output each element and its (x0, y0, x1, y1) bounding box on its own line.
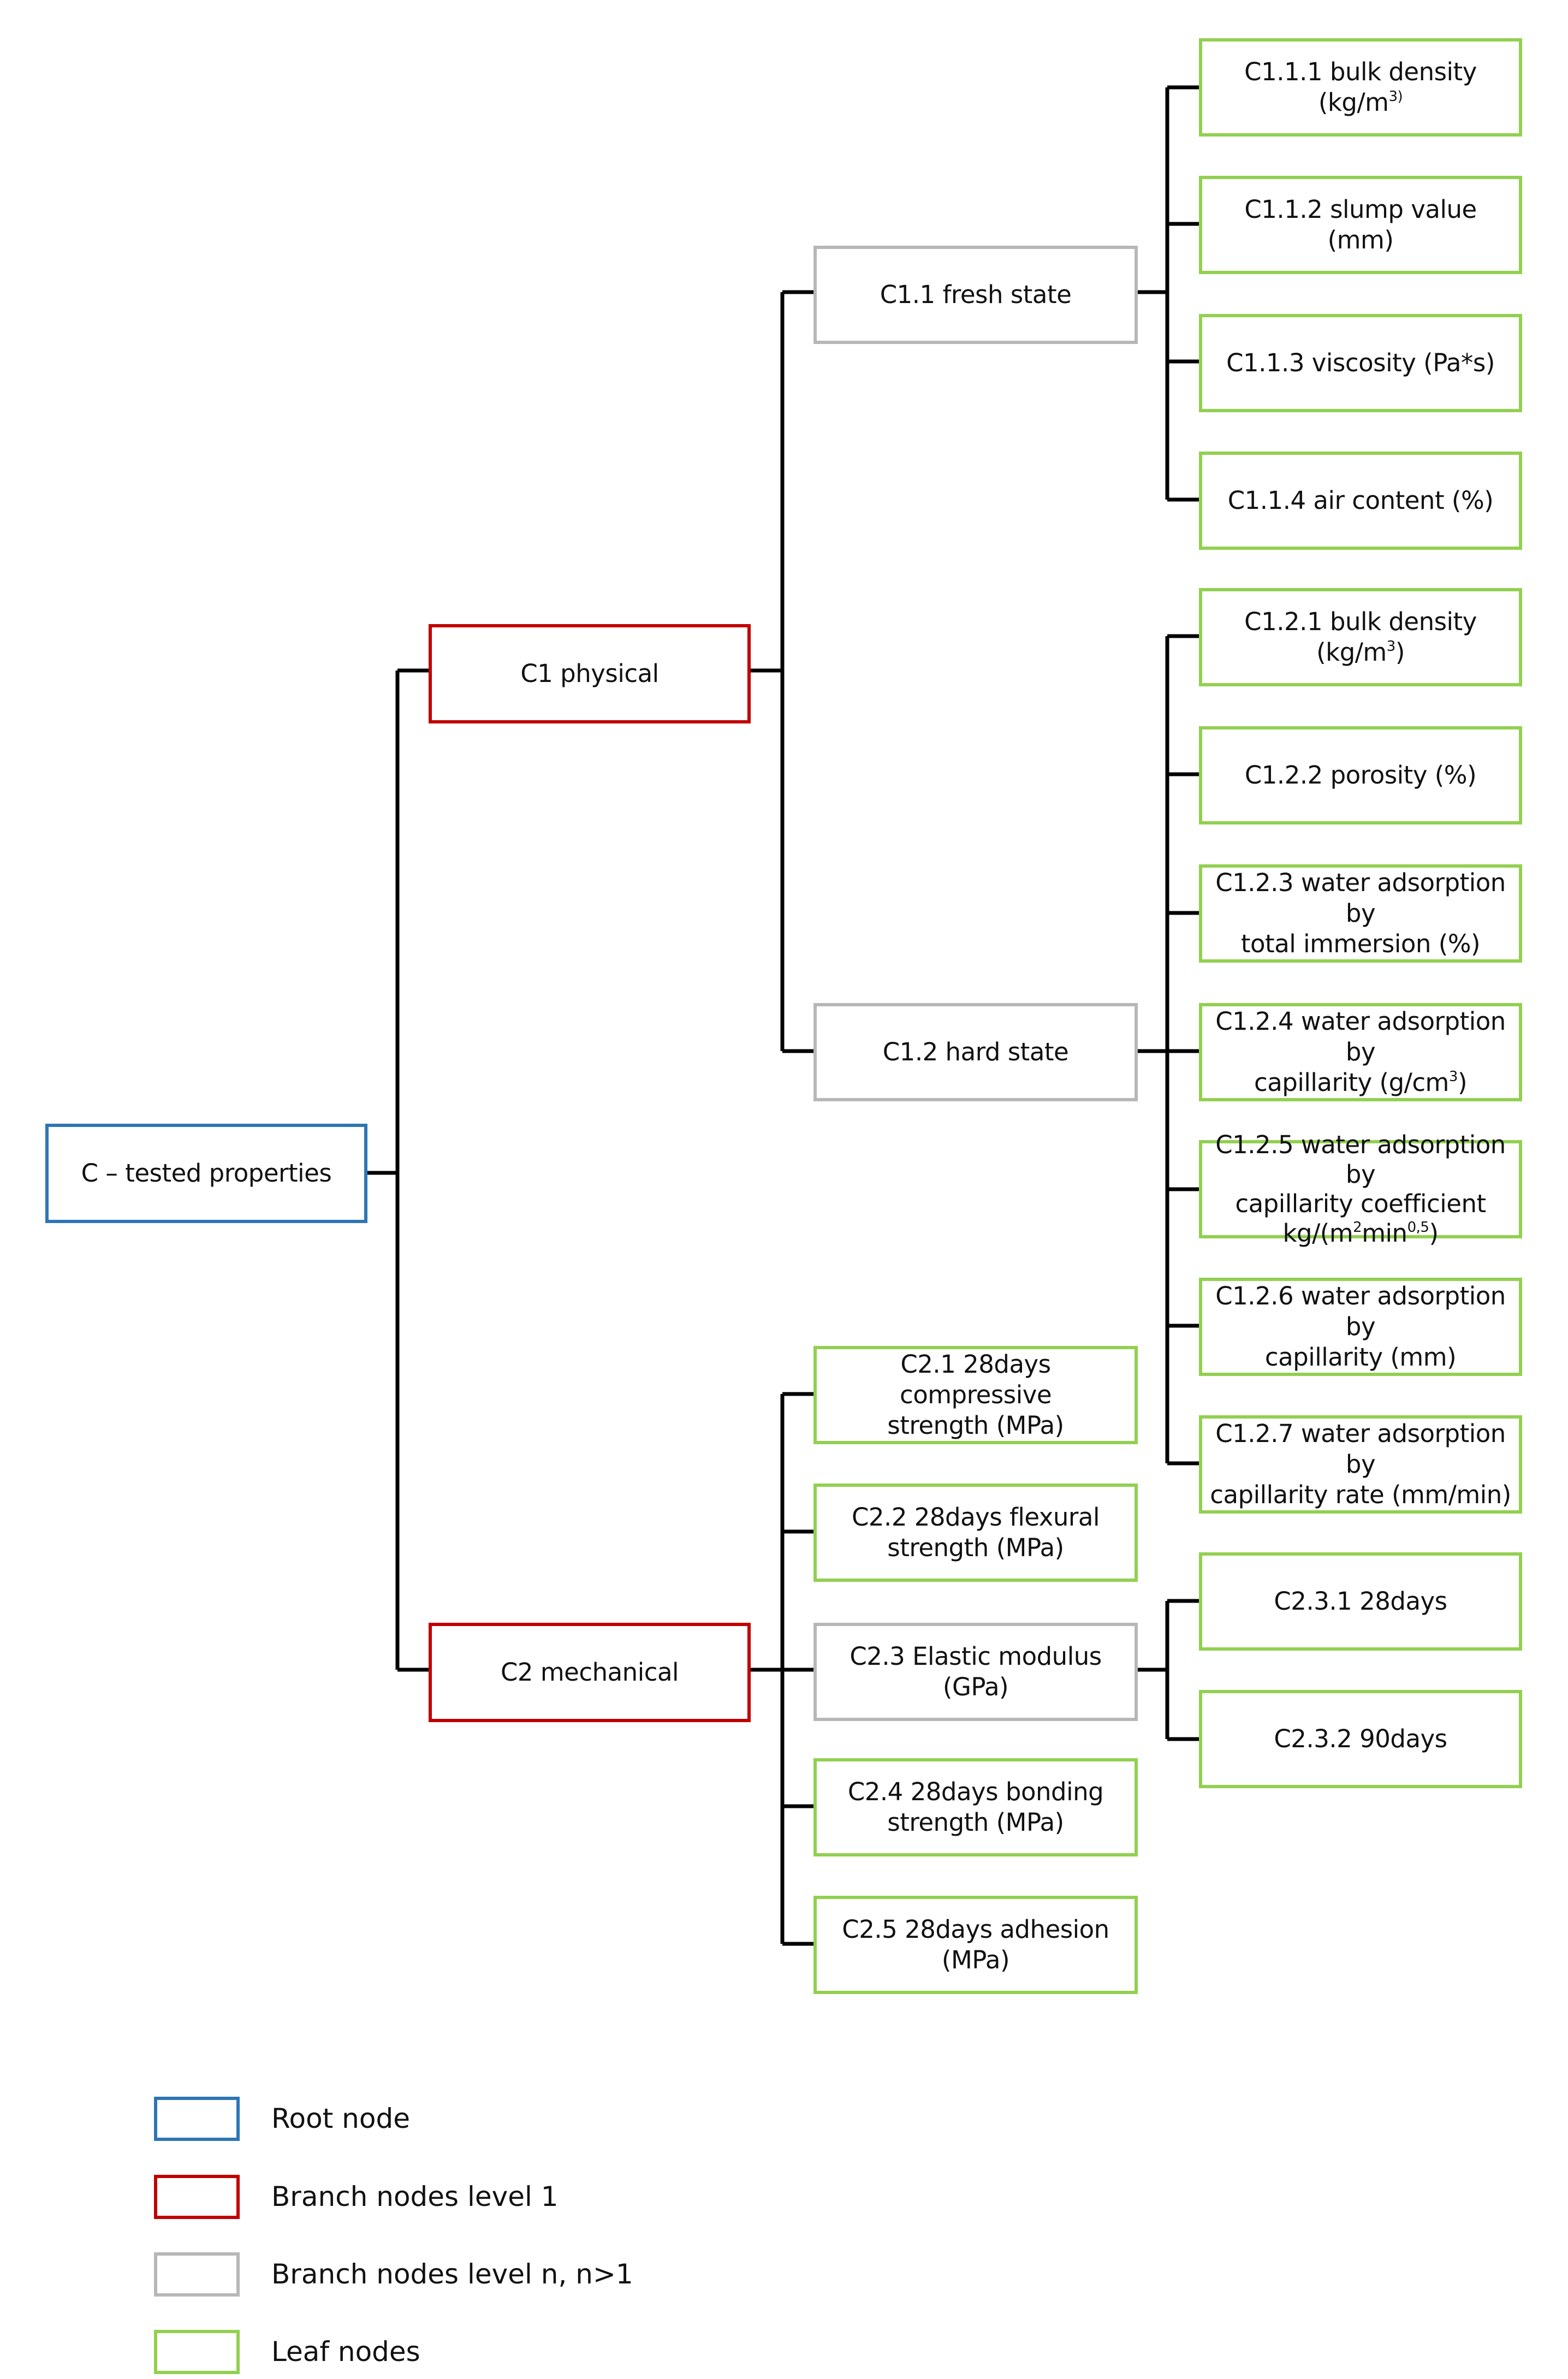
leaf-c2-2-line1: C2.2 28days flexural (851, 1503, 1100, 1532)
legend-label-branch-level-n: Branch nodes level n, n>1 (271, 2258, 633, 2290)
leaf-c1-1-2-label: C1.1.2 slump value (mm) (1244, 195, 1477, 254)
leaf-c1-2-4-after: ) (1457, 1068, 1468, 1097)
leaf-c1-2-5-after: ) (1429, 1219, 1439, 1248)
legend-swatch-leaf (154, 2330, 240, 2374)
leaf-c1-1-4-label: C1.1.4 air content (%) (1227, 486, 1494, 515)
leaf-c1-2-5-line3b: min (1362, 1219, 1407, 1248)
leaf-c1-1-1-label: C1.1.1 bulk density (kg/m (1244, 57, 1477, 117)
node-c1-1-label: C1.1 fresh state (880, 280, 1072, 309)
leaf-c2-2: C2.2 28days flexural strength (MPa) (813, 1484, 1138, 1582)
node-c1-physical: C1 physical (429, 624, 751, 723)
leaf-c1-1-3-label: C1.1.3 viscosity (Pa*s) (1226, 348, 1495, 377)
leaf-c1-1-1-sup: 3) (1388, 88, 1403, 105)
leaf-c2-3-1-label: C2.3.1 28days (1274, 1587, 1447, 1616)
leaf-c1-2-5-sup2: 0,5 (1407, 1219, 1429, 1236)
leaf-c1-2-7: C1.2.7 water adsorption by capillarity r… (1199, 1415, 1522, 1514)
leaf-c1-2-7-line1: C1.2.7 water adsorption by (1215, 1419, 1506, 1479)
node-c2-label: C2 mechanical (500, 1658, 679, 1687)
leaf-c2-1-line2: strength (MPa) (887, 1411, 1064, 1440)
leaf-c2-3-2: C2.3.2 90days (1199, 1690, 1522, 1788)
legend-label-root: Root node (271, 2103, 410, 2134)
leaf-c1-1-3: C1.1.3 viscosity (Pa*s) (1199, 314, 1522, 412)
connector-c11 (1137, 85, 1199, 502)
leaf-c1-2-4-sup: 3 (1448, 1069, 1458, 1085)
leaf-c1-2-2-label: C1.2.2 porosity (%) (1244, 761, 1477, 790)
leaf-c1-2-1-sup: 3 (1386, 638, 1396, 655)
connector-c12 (1137, 634, 1199, 1466)
leaf-c1-2-5-line3: kg/(m (1282, 1219, 1353, 1248)
leaf-c2-5: C2.5 28days adhesion (MPa) (813, 1896, 1138, 1994)
node-c1-label: C1 physical (520, 659, 659, 688)
leaf-c1-2-1-label: C1.2.1 bulk density (kg/m (1244, 607, 1477, 667)
leaf-c1-2-5-line1: C1.2.5 water adsorption by (1215, 1130, 1506, 1189)
node-c1-1-fresh-state: C1.1 fresh state (813, 246, 1138, 344)
leaf-c1-2-3-line1: C1.2.3 water adsorption by (1215, 868, 1506, 928)
leaf-c2-1-line1: C2.1 28days compressive (899, 1350, 1052, 1409)
leaf-c1-2-5: C1.2.5 water adsorption by capillarity c… (1199, 1130, 1522, 1248)
leaf-c1-2-2: C1.2.2 porosity (%) (1199, 726, 1522, 824)
legend-swatch-branch-level-1 (154, 2175, 240, 2219)
leaf-c1-1-1: C1.1.1 bulk density (kg/m3) (1199, 38, 1522, 137)
legend-label-leaf: Leaf nodes (271, 2336, 420, 2368)
leaf-c1-2-5-line2: capillarity coefficient (1235, 1189, 1486, 1218)
leaf-c1-2-6-line1: C1.2.6 water adsorption by (1215, 1282, 1506, 1341)
connector-root (366, 668, 429, 1672)
leaf-c2-3-1: C2.3.1 28days (1199, 1552, 1522, 1651)
leaf-c1-2-5-sup1: 2 (1353, 1219, 1362, 1236)
leaf-c1-2-6-line2: capillarity (mm) (1264, 1343, 1457, 1372)
node-c1-2-label: C1.2 hard state (882, 1037, 1069, 1066)
leaf-c1-2-4: C1.2.4 water adsorption by capillarity (… (1199, 1003, 1522, 1101)
leaf-c1-1-2: C1.1.2 slump value (mm) (1199, 176, 1522, 274)
node-c2-3-elastic-modulus: C2.3 Elastic modulus (GPa) (813, 1623, 1138, 1721)
connector-c23 (1137, 1599, 1199, 1741)
leaf-c2-2-line2: strength (MPa) (887, 1533, 1064, 1562)
leaf-c1-2-6: C1.2.6 water adsorption by capillarity (… (1199, 1278, 1522, 1376)
node-c2-mechanical: C2 mechanical (429, 1623, 751, 1722)
leaf-c2-4: C2.4 28days bonding strength (MPa) (813, 1758, 1138, 1856)
root-node: C – tested properties (45, 1124, 367, 1223)
leaf-c1-1-4: C1.1.4 air content (%) (1199, 452, 1522, 550)
leaf-c2-5-label: C2.5 28days adhesion (MPa) (842, 1915, 1109, 1974)
leaf-c1-2-3: C1.2.3 water adsorption by total immersi… (1199, 864, 1522, 963)
connector-c1 (751, 290, 813, 1053)
leaf-c1-2-1-after: ) (1395, 638, 1405, 667)
node-c1-2-hard-state: C1.2 hard state (813, 1003, 1138, 1101)
root-node-label: C – tested properties (81, 1159, 332, 1188)
leaf-c2-1: C2.1 28days compressive strength (MPa) (813, 1346, 1138, 1444)
leaf-c2-4-line1: C2.4 28days bonding (847, 1777, 1104, 1806)
connector-c2 (751, 1392, 813, 1946)
leaf-c2-3-2-label: C2.3.2 90days (1274, 1724, 1447, 1753)
legend-swatch-root (154, 2097, 240, 2141)
node-c2-3-label: C2.3 Elastic modulus (GPa) (850, 1642, 1102, 1701)
leaf-c1-2-4-line1: C1.2.4 water adsorption by (1215, 1007, 1506, 1066)
legend-label-branch-level-1: Branch nodes level 1 (271, 2181, 559, 2212)
leaf-c1-2-4-line2: capillarity (g/cm (1254, 1068, 1449, 1097)
leaf-c1-2-1: C1.2.1 bulk density (kg/m3) (1199, 588, 1522, 686)
leaf-c1-2-3-line2: total immersion (%) (1240, 929, 1481, 958)
legend-swatch-branch-level-n (154, 2252, 240, 2297)
leaf-c1-2-7-line2: capillarity rate (mm/min) (1210, 1480, 1511, 1509)
leaf-c2-4-line2: strength (MPa) (887, 1808, 1064, 1837)
